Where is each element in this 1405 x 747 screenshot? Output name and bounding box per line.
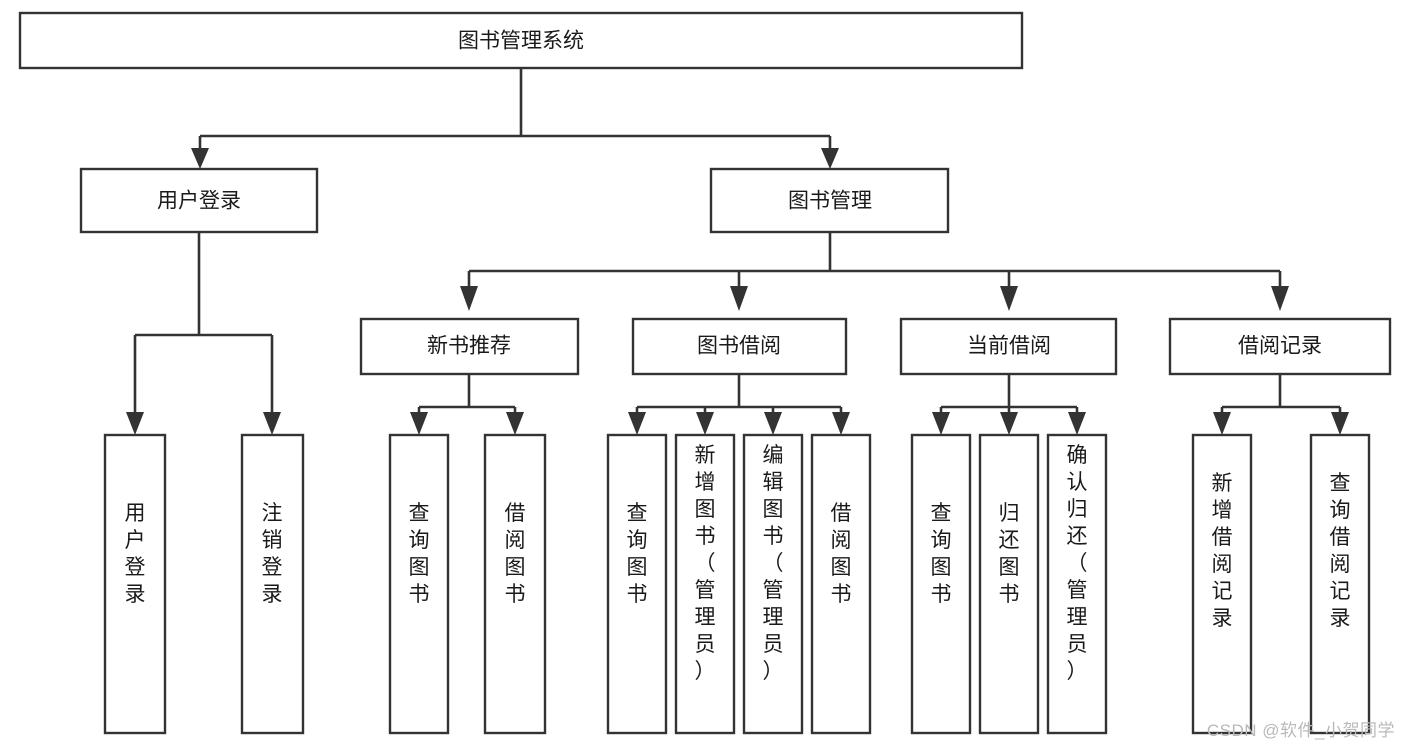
leaf-node[interactable]: 新增借阅记录 <box>1191 433 1253 735</box>
leaf-label-5: 查询图书 <box>627 502 648 606</box>
node-book-management[interactable]: 图书管理 <box>709 167 950 234</box>
leaf-label-4: 借阅图书 <box>505 502 526 606</box>
leaf-node[interactable]: 借阅图书 <box>810 433 872 735</box>
leaf-box-8[interactable] <box>810 433 872 735</box>
arrow-head-new-book-rec <box>460 286 478 311</box>
leaf-node[interactable]: 查询图书 <box>910 433 972 735</box>
node-user-login-box[interactable] <box>79 167 319 234</box>
leaf-box-10[interactable] <box>978 433 1040 735</box>
leaf-box-12[interactable] <box>1191 433 1253 735</box>
leaf-node[interactable]: 新增图书（管理员） <box>674 433 736 735</box>
arrow-head-leaf-1 <box>126 412 144 435</box>
leaf-box-5[interactable] <box>606 433 668 735</box>
node-new-book-recommend[interactable]: 新书推荐 <box>359 317 580 376</box>
arrow-head-leaf-11 <box>1068 412 1086 435</box>
arrow-head-leaf-10 <box>1000 412 1018 435</box>
leaf-label-8: 借阅图书 <box>831 502 852 606</box>
leaf-box-13[interactable] <box>1309 433 1371 735</box>
leaf-node[interactable]: 编辑图书（管理员） <box>742 433 804 735</box>
arrow-head-borrow-record <box>1271 286 1289 311</box>
arrow-head-leaf-4 <box>506 412 524 435</box>
arrow-head-leaf-5 <box>628 412 646 435</box>
node-borrow-record-label: 借阅记录 <box>1238 335 1322 358</box>
node-book-borrow-box[interactable] <box>631 317 848 376</box>
leaf-label-12: 新增借阅记录 <box>1212 472 1233 630</box>
node-book-borrow-label: 图书借阅 <box>697 335 781 358</box>
leaf-node[interactable]: 确认归还（管理员） <box>1046 433 1108 735</box>
node-current-borrow[interactable]: 当前借阅 <box>899 317 1118 376</box>
leaf-label-9: 查询图书 <box>931 502 952 606</box>
leaf-box-7[interactable] <box>742 433 804 735</box>
leaf-box-6[interactable] <box>674 433 736 735</box>
arrow-head-user-login <box>191 148 209 169</box>
csdn-watermark: CSDN @软件_小贺同学 <box>1206 721 1395 740</box>
arrow-head-leaf-12 <box>1213 412 1231 435</box>
leaf-label-6: 新增图书（管理员） <box>695 444 716 683</box>
leaf-label-13: 查询借阅记录 <box>1330 472 1351 630</box>
node-current-borrow-label: 当前借阅 <box>967 335 1051 358</box>
node-user-login[interactable]: 用户登录 <box>79 167 319 234</box>
arrow-head-leaf-13 <box>1331 412 1349 435</box>
leaf-node[interactable]: 借阅图书 <box>483 433 547 735</box>
node-root-box[interactable] <box>18 11 1024 70</box>
leaf-label-7: 编辑图书（管理员） <box>763 444 784 683</box>
leaf-node[interactable]: 注销登录 <box>240 433 305 735</box>
node-book-borrow[interactable]: 图书借阅 <box>631 317 848 376</box>
leaf-label-3: 查询图书 <box>409 502 430 606</box>
leaf-box-9[interactable] <box>910 433 972 735</box>
leaf-box-4[interactable] <box>483 433 547 735</box>
leaf-label-2: 注销登录 <box>262 502 283 606</box>
node-new-book-recommend-label: 新书推荐 <box>427 335 511 358</box>
node-new-book-recommend-box[interactable] <box>359 317 580 376</box>
arrow-head-leaf-2 <box>263 412 281 435</box>
leaf-box-3[interactable] <box>388 433 450 735</box>
node-book-management-label: 图书管理 <box>788 190 872 213</box>
leaf-node[interactable]: 用户登录 <box>103 433 167 735</box>
leaf-label-10: 归还图书 <box>999 502 1020 606</box>
arrow-head-current-borrow <box>1000 286 1018 311</box>
leaf-box-1[interactable] <box>103 433 167 735</box>
node-current-borrow-box[interactable] <box>899 317 1118 376</box>
arrow-head-leaf-9 <box>932 412 950 435</box>
arrow-head-leaf-8 <box>832 412 850 435</box>
leaf-label-1: 用户登录 <box>125 502 146 606</box>
arrow-head-leaf-6 <box>696 412 714 435</box>
node-book-management-box[interactable] <box>709 167 950 234</box>
node-root[interactable]: 图书管理系统 <box>18 11 1024 70</box>
leaf-node[interactable]: 查询借阅记录 <box>1309 433 1371 735</box>
leaf-node[interactable]: 归还图书 <box>978 433 1040 735</box>
arrow-head-book-mgmt <box>821 148 839 169</box>
connector-layer <box>126 68 1349 435</box>
node-root-label: 图书管理系统 <box>458 30 584 53</box>
arrow-head-leaf-3 <box>410 412 428 435</box>
leaf-box-11[interactable] <box>1046 433 1108 735</box>
leaf-node[interactable]: 查询图书 <box>388 433 450 735</box>
leaf-box-2[interactable] <box>240 433 305 735</box>
node-user-login-label: 用户登录 <box>157 190 241 213</box>
node-borrow-record[interactable]: 借阅记录 <box>1168 317 1392 376</box>
arrow-head-book-borrow <box>730 286 748 311</box>
leaf-node[interactable]: 查询图书 <box>606 433 668 735</box>
leaf-label-11: 确认归还（管理员） <box>1067 444 1088 683</box>
arrow-head-leaf-7 <box>764 412 782 435</box>
node-borrow-record-box[interactable] <box>1168 317 1392 376</box>
